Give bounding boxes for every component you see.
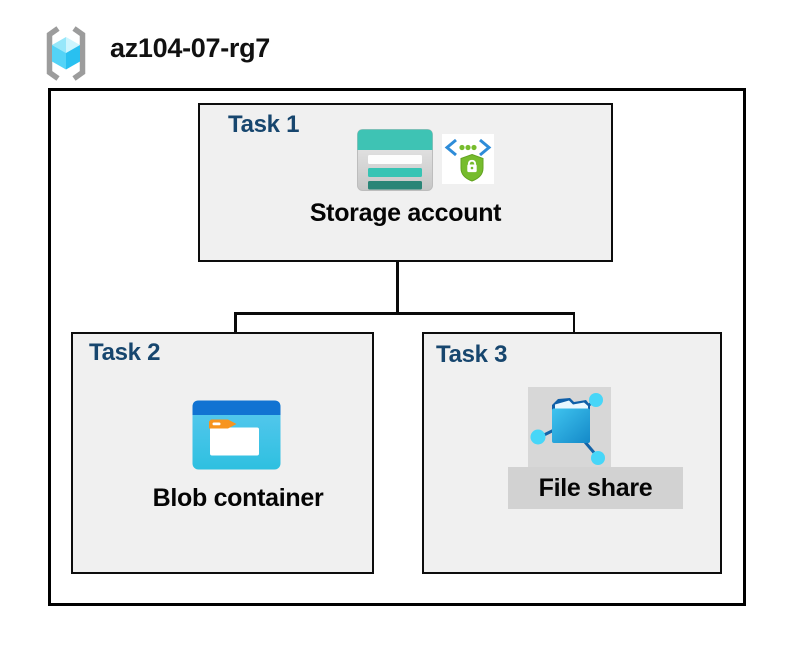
file-share-icon bbox=[530, 393, 605, 465]
connector-branch-horizontal bbox=[234, 312, 575, 315]
folder-tab-icon bbox=[209, 419, 237, 429]
resource-group-title: az104-07-rg7 bbox=[110, 33, 270, 63]
storage-account-label: Storage account bbox=[309, 199, 502, 227]
task3-label: Task 3 bbox=[436, 341, 508, 368]
shared-access-signature-icon bbox=[442, 134, 494, 184]
resource-group-boundary: Task 1 bbox=[48, 88, 746, 606]
blob-container-label: Blob container bbox=[152, 484, 324, 512]
task2-label: Task 2 bbox=[89, 339, 161, 366]
task3-box: Task 3 bbox=[422, 332, 722, 574]
task2-box: Task 2 Blob container bbox=[71, 332, 374, 574]
lock-icon bbox=[467, 159, 477, 165]
connector-storage-stem bbox=[396, 237, 399, 315]
folder-icon bbox=[210, 427, 259, 456]
resource-group-icon bbox=[46, 26, 86, 81]
blob-container-icon bbox=[192, 400, 281, 470]
file-share-label: File share bbox=[538, 474, 653, 502]
task1-box: Task 1 bbox=[198, 103, 613, 262]
storage-account-icon bbox=[357, 129, 433, 191]
file-share-icon-panel bbox=[528, 387, 611, 467]
task1-label: Task 1 bbox=[228, 111, 300, 138]
file-share-label-band: File share bbox=[508, 467, 683, 509]
